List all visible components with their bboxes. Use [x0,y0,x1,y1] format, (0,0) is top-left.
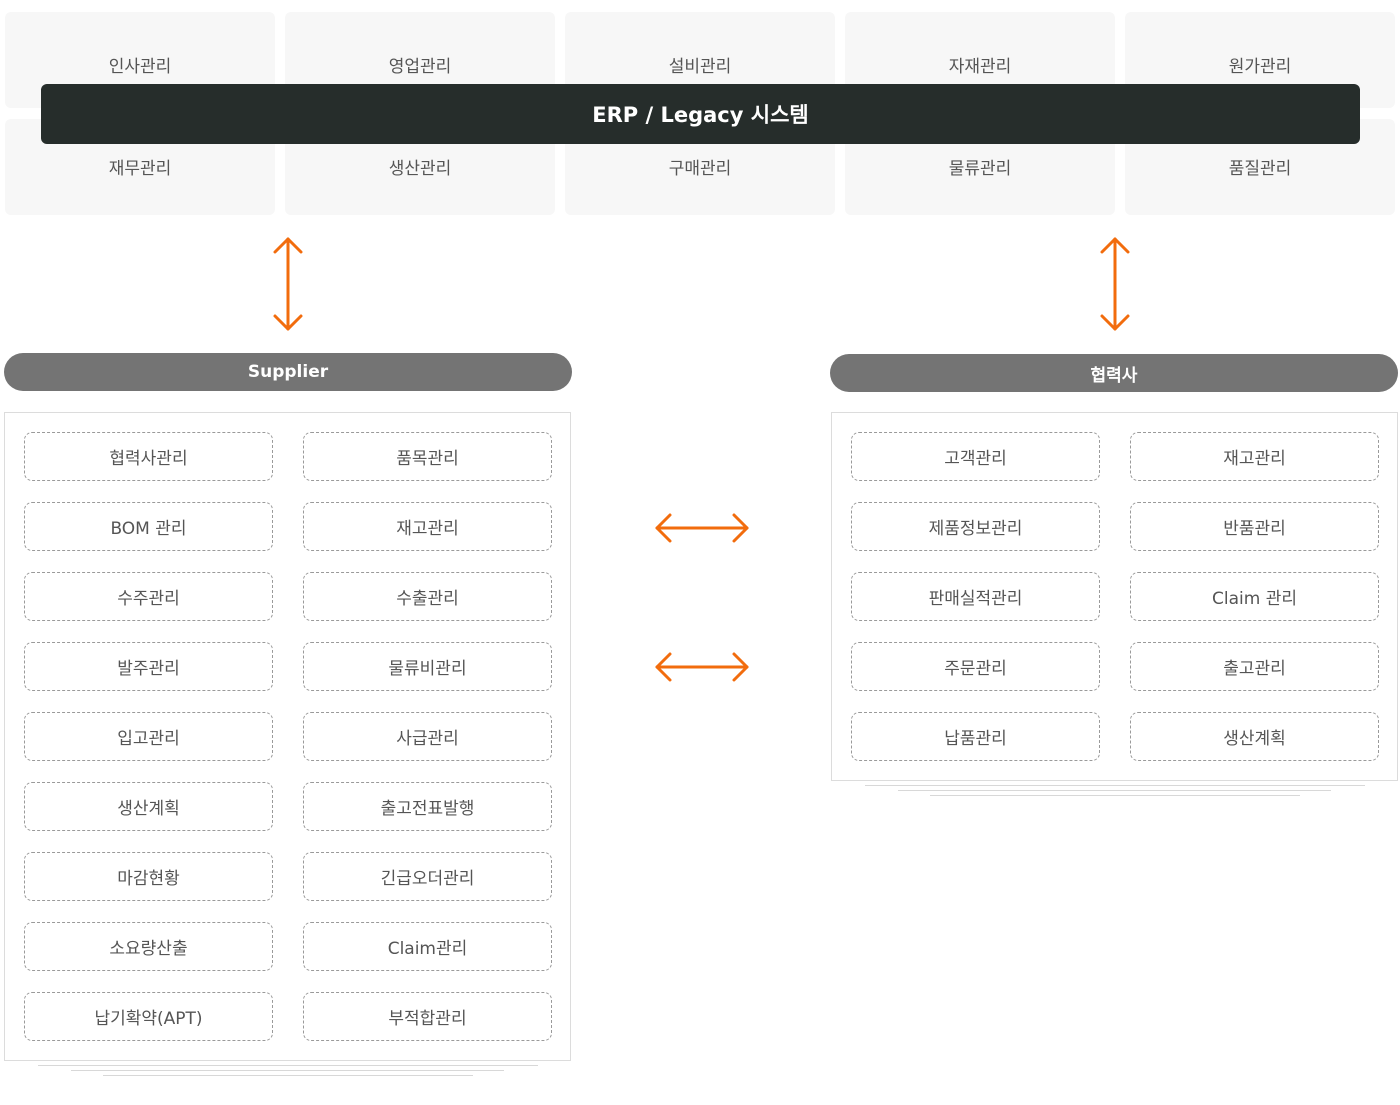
erp-module-label: 영업관리 [388,57,452,77]
supplier-panel: 협력사관리 품목관리 BOM 관리 재고관리 수주관리 수출관리 발주관리 물류… [4,412,571,1061]
panel-shadow [71,1070,504,1071]
erp-module-label: 원가관리 [1228,57,1292,77]
partner-item: 주문관리 [851,642,1100,691]
supplier-label: Supplier [247,362,329,382]
supplier-item-label: Claim관리 [387,939,468,959]
panel-shadow [103,1075,473,1076]
supplier-item: 품목관리 [303,432,552,481]
partner-item-label: 주문관리 [944,659,1007,679]
panel-shadow [898,790,1331,791]
supplier-item: 수출관리 [303,572,552,621]
erp-module-label: 인사관리 [108,57,172,77]
supplier-item: 부적합관리 [303,992,552,1041]
partner-item-label: 납품관리 [944,729,1007,749]
erp-module-label: 품질관리 [1228,159,1292,179]
partner-item-label: 반품관리 [1223,519,1286,539]
supplier-item: Claim관리 [303,922,552,971]
erp-module-label: 재무관리 [108,159,172,179]
partner-item-label: 고객관리 [944,449,1007,469]
supplier-item-label: 부적합관리 [388,1009,467,1029]
supplier-item-label: 발주관리 [117,659,180,679]
partner-item: 고객관리 [851,432,1100,481]
partner-item: 판매실적관리 [851,572,1100,621]
supplier-item-label: 재고관리 [396,519,459,539]
supplier-item-label: 사급관리 [396,729,459,749]
supplier-item-label: 협력사관리 [109,449,188,469]
supplier-item-label: 입고관리 [117,729,180,749]
supplier-item: 협력사관리 [24,432,273,481]
partner-item: 제품정보관리 [851,502,1100,551]
erp-module-label: 자재관리 [948,57,1012,77]
partner-item-label: 판매실적관리 [928,589,1023,609]
erp-supplier-arrow [273,237,303,331]
partner-item-label: 재고관리 [1223,449,1286,469]
panel-shadow [38,1065,538,1066]
supplier-header: Supplier [4,353,572,391]
erp-module-label: 물류관리 [948,159,1012,179]
supplier-item: 발주관리 [24,642,273,691]
supplier-item: 마감현황 [24,852,273,901]
supplier-item: 수주관리 [24,572,273,621]
supplier-item: 납기확약(APT) [24,992,273,1041]
partner-panel: 고객관리 재고관리 제품정보관리 반품관리 판매실적관리 Claim 관리 주문… [831,412,1398,781]
partner-item: 생산계획 [1130,712,1379,761]
erp-module-label: 구매관리 [668,159,732,179]
partner-label: 협력사 [1090,365,1138,386]
partner-item: 출고관리 [1130,642,1379,691]
partner-item-label: 제품정보관리 [928,519,1023,539]
supplier-partner-arrow [655,652,749,682]
partner-item: 납품관리 [851,712,1100,761]
panel-shadow [865,785,1365,786]
erp-module-label: 설비관리 [668,57,732,77]
erp-partner-arrow [1100,237,1130,331]
supplier-item-label: 출고전표발행 [380,799,475,819]
supplier-item: 생산계획 [24,782,273,831]
supplier-item-label: 소요량산출 [109,939,188,959]
partner-item-label: Claim 관리 [1212,589,1297,609]
partner-item-label: 생산계획 [1223,729,1286,749]
supplier-item-label: 물류비관리 [388,659,467,679]
partner-header: 협력사 [830,354,1398,392]
supplier-item: 입고관리 [24,712,273,761]
supplier-item: 긴급오더관리 [303,852,552,901]
partner-item: 반품관리 [1130,502,1379,551]
panel-shadow [930,795,1300,796]
supplier-item-label: 수주관리 [117,589,180,609]
supplier-item-label: 생산계획 [117,799,180,819]
supplier-partner-arrow [655,513,749,543]
supplier-item-label: 긴급오더관리 [380,869,475,889]
supplier-item-label: 납기확약(APT) [94,1009,203,1029]
supplier-item: BOM 관리 [24,502,273,551]
supplier-item: 물류비관리 [303,642,552,691]
partner-item: Claim 관리 [1130,572,1379,621]
supplier-item-label: BOM 관리 [110,519,187,539]
supplier-item: 사급관리 [303,712,552,761]
supplier-item-label: 수출관리 [396,589,459,609]
supplier-item: 출고전표발행 [303,782,552,831]
supplier-item: 재고관리 [303,502,552,551]
supplier-item-label: 품목관리 [396,449,459,469]
supplier-item-label: 마감현황 [117,869,180,889]
erp-system-bar: ERP / Legacy 시스템 [41,84,1360,144]
erp-system-title: ERP / Legacy 시스템 [592,103,809,127]
partner-item: 재고관리 [1130,432,1379,481]
supplier-item: 소요량산출 [24,922,273,971]
erp-module-label: 생산관리 [388,159,452,179]
partner-item-label: 출고관리 [1223,659,1286,679]
